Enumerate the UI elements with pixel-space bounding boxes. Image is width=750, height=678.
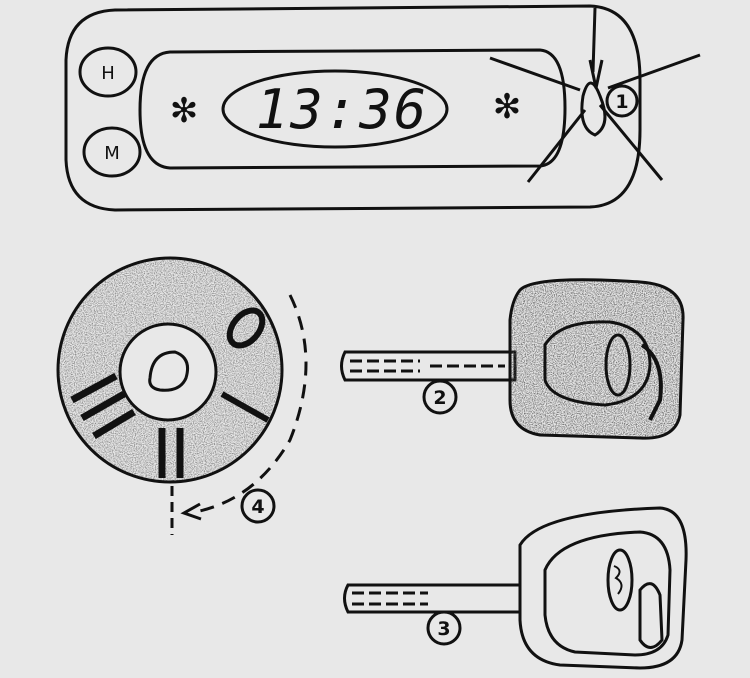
ignition-dial: 4	[56, 256, 308, 535]
callout-2-label: 2	[433, 387, 446, 409]
dial-marker-II	[158, 428, 184, 478]
dial-marker-0	[226, 307, 266, 349]
standard-key-logo-icon	[606, 548, 634, 612]
indicator-flash-rays	[489, 7, 701, 183]
clock-outer-housing	[64, 4, 642, 212]
rotation-arc	[194, 294, 308, 514]
clock-indicator-lamp	[580, 81, 607, 137]
remote-key	[340, 278, 685, 440]
callout-2-marker: 2	[422, 379, 458, 415]
dial-marker-I	[220, 391, 270, 423]
dial-marker-III	[70, 372, 136, 440]
clock-display-window	[221, 69, 449, 149]
callout-1-marker: 1	[605, 84, 639, 118]
remote-key-blade	[340, 350, 517, 382]
left-snowflake-icon: ✻	[170, 91, 199, 131]
key-slot	[148, 350, 190, 392]
hour-button[interactable]: H	[78, 46, 138, 98]
standard-key	[343, 506, 688, 670]
remote-key-release-button	[640, 343, 663, 421]
callout-3-marker: 3	[426, 610, 462, 646]
hour-button-label: H	[101, 63, 115, 84]
standard-key-head	[518, 506, 688, 670]
right-snowflake-icon: ✻	[493, 87, 522, 127]
clock-time-readout: 13:36	[256, 78, 429, 141]
rotation-arrow-icon	[180, 502, 202, 521]
callout-1-label: 1	[615, 91, 628, 113]
callout-4-marker: 4	[240, 488, 276, 524]
callout-3-label: 3	[437, 618, 450, 640]
standard-key-blade	[343, 583, 527, 614]
callout-4-label: 4	[251, 496, 264, 518]
minute-button[interactable]: M	[82, 126, 142, 178]
remote-key-fob	[508, 278, 685, 440]
remote-key-logo-icon	[604, 333, 632, 397]
standard-key-grip	[638, 582, 664, 649]
standard-key-inner-panel	[543, 530, 672, 657]
remote-key-badge	[543, 320, 652, 407]
minute-button-label: M	[104, 143, 120, 164]
